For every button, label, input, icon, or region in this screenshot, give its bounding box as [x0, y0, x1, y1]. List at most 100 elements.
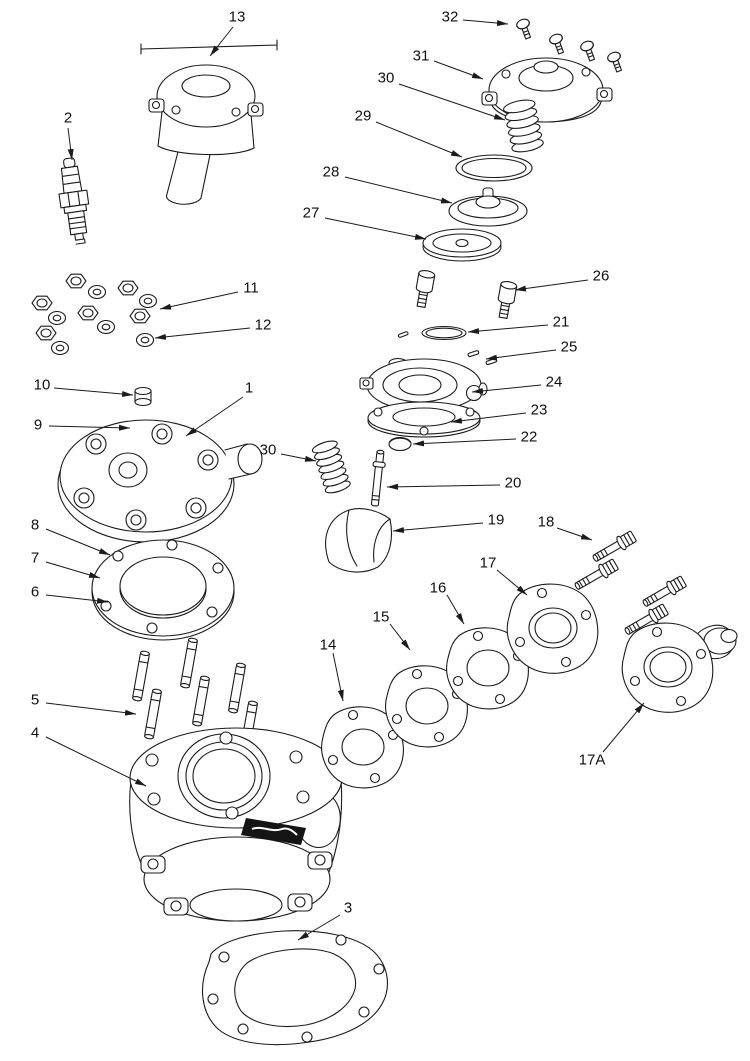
- callout-label-8: 8: [31, 517, 39, 534]
- callout-26: 26: [514, 268, 609, 292]
- part-exhaust-flange: [506, 583, 599, 674]
- callout-30: 30: [378, 70, 506, 121]
- callout-23: 23: [450, 402, 548, 424]
- callout-20: 20: [386, 475, 522, 492]
- callout-leader-25: [485, 349, 557, 361]
- callout-leader-24: [471, 384, 542, 394]
- callout-leader-29: [375, 121, 463, 158]
- callout-leader-21: [467, 324, 549, 335]
- callout-28: 28: [323, 164, 453, 204]
- callout-leader-31: [433, 60, 484, 80]
- callout-label-10: 10: [34, 377, 51, 394]
- cylinder-brand-sticker: [241, 818, 306, 845]
- callout-leader-12: [154, 327, 251, 340]
- callout-label-3: 3: [344, 900, 352, 917]
- callout-8: 8: [31, 517, 111, 556]
- part-head-gasket-set: [91, 539, 235, 641]
- part-exhaust-flange-outlet: [621, 622, 738, 713]
- callout-27: 27: [303, 205, 427, 240]
- callout-label-28: 28: [323, 164, 340, 181]
- callout-leader-18: [556, 527, 593, 541]
- callout-label-11: 11: [243, 280, 259, 297]
- part-valve-cover: [481, 57, 613, 123]
- callout-label-7: 7: [31, 550, 39, 567]
- part-head-bolt: [134, 386, 152, 407]
- callout-6: 6: [31, 584, 109, 604]
- callout-18: 18: [538, 514, 593, 541]
- callout-label-18: 18: [538, 514, 555, 531]
- part-power-valve: [325, 508, 393, 573]
- part-valve-spring-lower: [311, 440, 351, 494]
- callout-17A: 17A: [579, 702, 645, 769]
- callout-leader-15: [389, 623, 411, 651]
- callout-label-31: 31: [413, 48, 430, 65]
- callout-leader-16: [446, 594, 465, 625]
- part-cylinder: [129, 727, 343, 922]
- callout-leader-22: [412, 438, 517, 447]
- callout-leader-30: [398, 83, 506, 121]
- callout-4: 4: [31, 725, 147, 787]
- callout-22: 22: [412, 429, 537, 447]
- callout-leader-8: [45, 528, 111, 556]
- callout-label-13: 13: [229, 9, 246, 26]
- callout-leader-32: [462, 19, 509, 27]
- callout-7: 7: [31, 550, 101, 579]
- part-socket-bolts: [412, 268, 518, 320]
- callout-21: 21: [467, 314, 570, 335]
- callout-31: 31: [413, 48, 484, 80]
- callout-label-21: 21: [553, 314, 570, 331]
- callout-leader-3: [297, 914, 341, 941]
- callout-label-5: 5: [31, 692, 39, 709]
- callout-5: 5: [31, 692, 137, 716]
- callout-label-30: 30: [260, 442, 277, 459]
- callout-label-2: 2: [64, 110, 72, 127]
- callout-leader-30: [280, 453, 317, 462]
- callout-leader-20: [386, 483, 501, 490]
- callout-13: 13: [209, 9, 246, 57]
- callout-10: 10: [34, 377, 134, 398]
- callout-leader-13: [209, 26, 234, 57]
- callout-label-20: 20: [505, 475, 522, 492]
- callout-12: 12: [154, 317, 271, 340]
- callout-leader-10: [53, 387, 134, 398]
- part-cylinder-head: [57, 419, 263, 543]
- callout-30: 30: [260, 442, 317, 462]
- callout-32: 32: [442, 9, 509, 27]
- part-diaphragm: [448, 187, 528, 227]
- callout-label-29: 29: [355, 108, 372, 125]
- callout-14: 14: [320, 637, 344, 702]
- callout-17: 17: [480, 555, 528, 596]
- callout-leader-1: [185, 396, 244, 437]
- callout-label-32: 32: [442, 9, 459, 26]
- part-retainer-ring: [397, 325, 467, 341]
- callout-label-30: 30: [378, 70, 395, 87]
- callout-label-15: 15: [373, 609, 390, 626]
- callout-leader-17: [496, 569, 528, 596]
- callout-leader-28: [344, 176, 453, 204]
- part-valve-rod: [370, 449, 386, 507]
- callout-label-17: 17: [480, 555, 497, 572]
- callout-label-19: 19: [488, 512, 505, 529]
- callout-label-25: 25: [561, 339, 578, 356]
- callout-1: 1: [185, 380, 253, 437]
- callout-2: 2: [64, 110, 74, 161]
- part-oring: [455, 154, 533, 182]
- callout-leader-19: [392, 522, 484, 534]
- callout-25: 25: [485, 339, 578, 361]
- callout-3: 3: [297, 900, 352, 941]
- callout-label-24: 24: [546, 374, 563, 391]
- callout-label-14: 14: [320, 637, 337, 654]
- callout-label-4: 4: [31, 725, 39, 742]
- part-spark-plug: [58, 157, 90, 245]
- callout-label-27: 27: [303, 205, 320, 222]
- callout-19: 19: [392, 512, 505, 534]
- callout-label-17A: 17A: [579, 752, 606, 769]
- callout-label-6: 6: [31, 584, 39, 601]
- callout-leader-23: [450, 412, 527, 424]
- callout-15: 15: [373, 609, 411, 651]
- part-valve-housing: [359, 357, 488, 412]
- callout-label-23: 23: [531, 402, 548, 419]
